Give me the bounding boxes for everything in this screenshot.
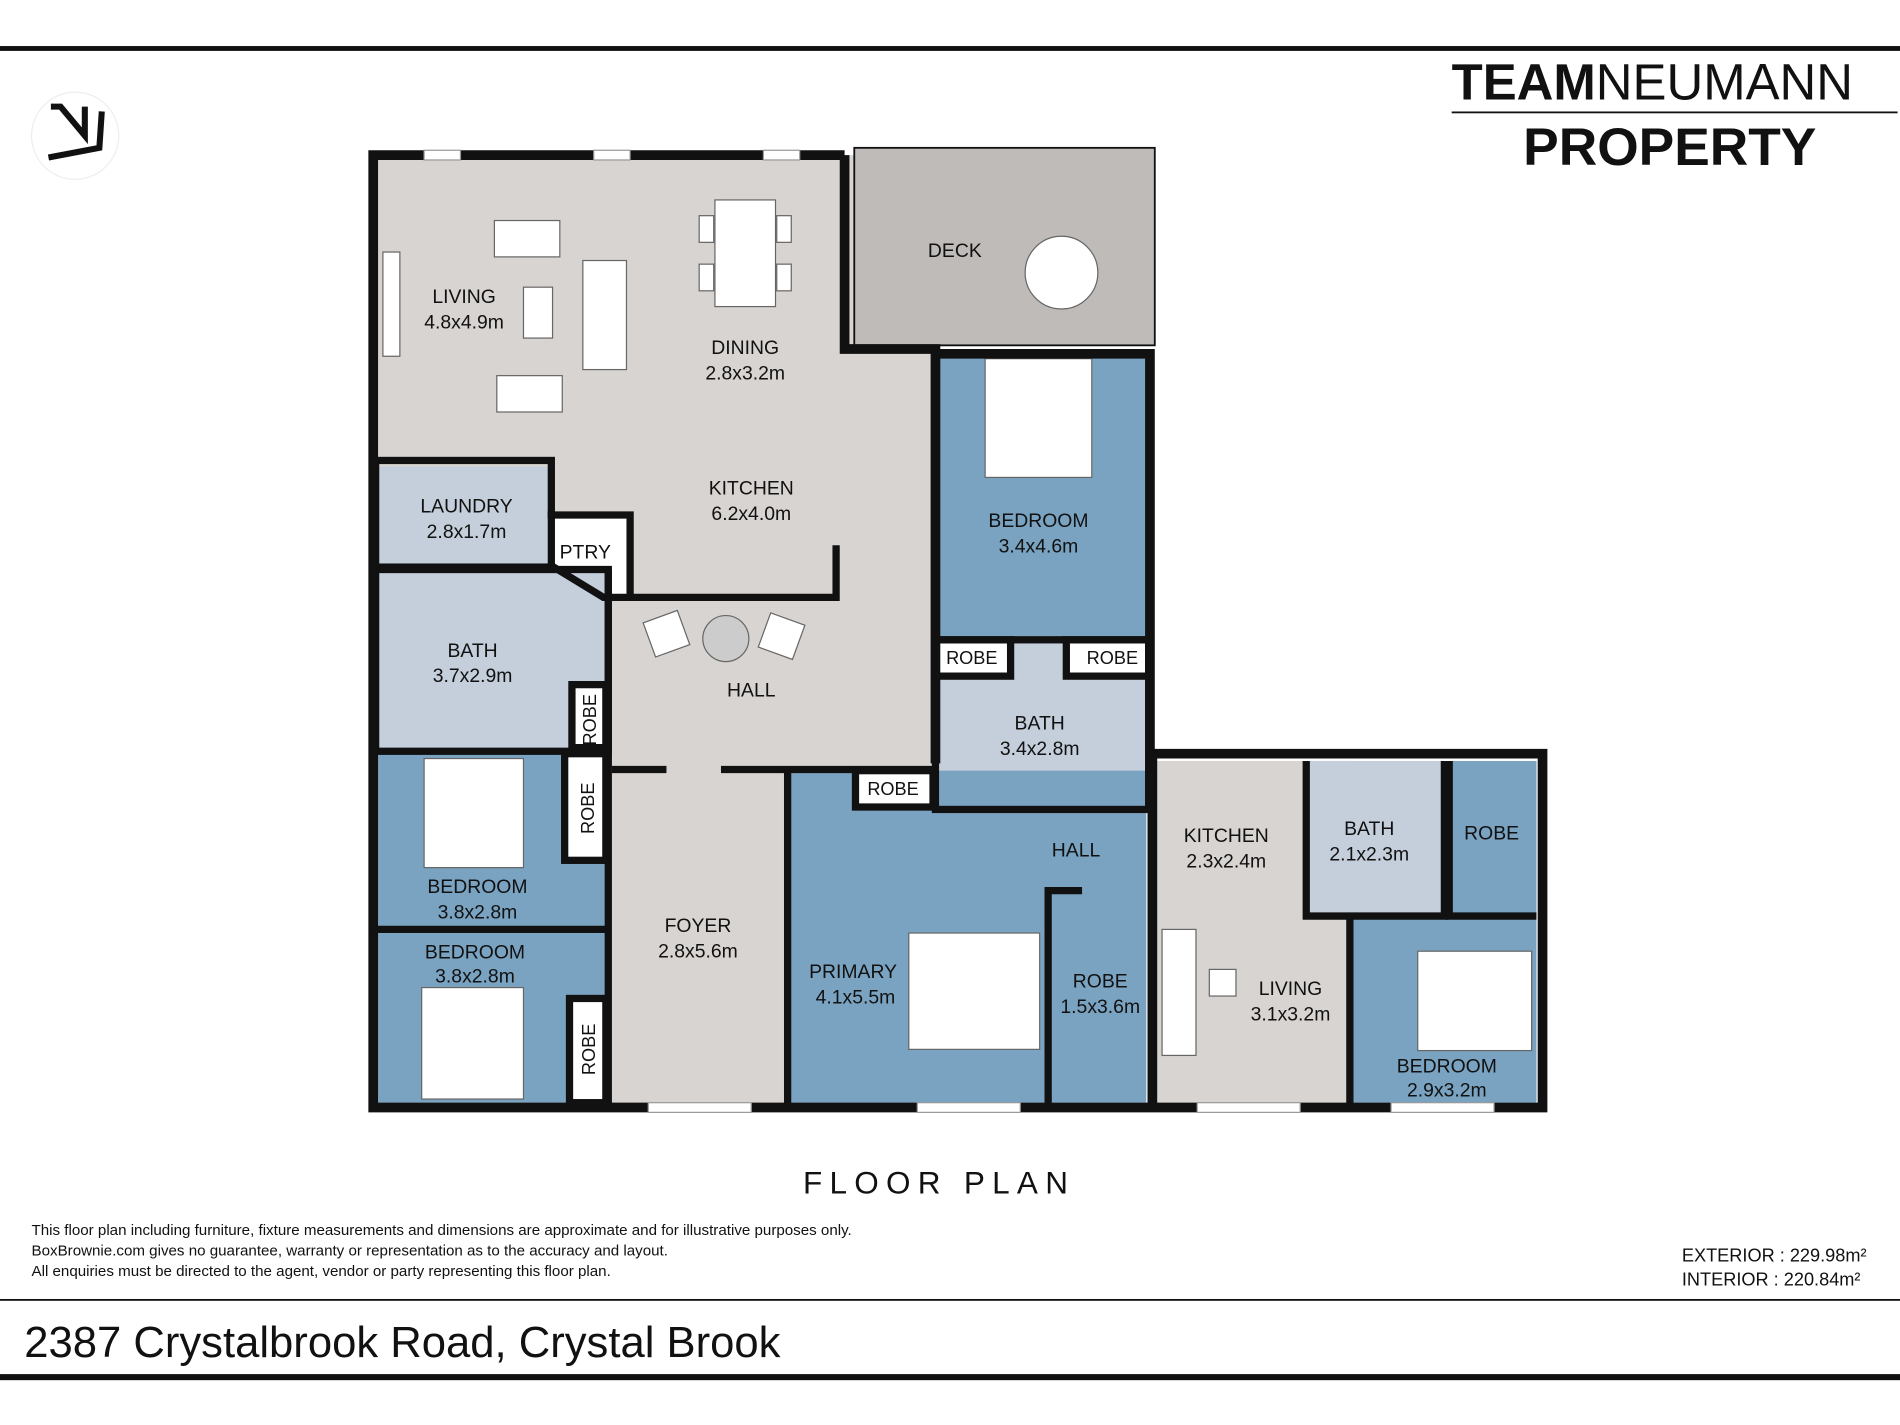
room-dims: 6.2x4.0m xyxy=(711,503,791,525)
plan-title: FLOOR PLAN xyxy=(803,1165,1075,1201)
room-bath: BATH xyxy=(447,640,497,662)
walls xyxy=(368,146,1548,1113)
room-robe: ROBE xyxy=(1464,823,1519,845)
room-dims: 2.1x2.3m xyxy=(1329,843,1409,865)
robe-label: ROBE xyxy=(580,694,600,745)
room-deck: DECK xyxy=(928,240,982,262)
room-dims: 3.8x2.8m xyxy=(438,901,518,923)
room-hall: HALL xyxy=(1052,840,1101,862)
bottom-rule xyxy=(0,1374,1900,1381)
room-dims: 3.8x2.8m xyxy=(435,966,515,988)
room-dims: 3.4x4.6m xyxy=(999,536,1079,558)
room-primary: PRIMARY xyxy=(809,961,897,983)
room-bedroom: BEDROOM xyxy=(988,510,1088,532)
robe-label: ROBE xyxy=(579,1024,599,1075)
room-dims: 3.4x2.8m xyxy=(1000,738,1080,760)
room-dims: 2.9x3.2m xyxy=(1407,1080,1487,1102)
room-pantry: PTRY xyxy=(560,542,611,564)
svg-text:This floor plan including furn: This floor plan including furniture, fix… xyxy=(32,1222,852,1239)
robe-label: ROBE xyxy=(578,782,598,833)
svg-text:All enquiries must be directed: All enquiries must be directed to the ag… xyxy=(32,1263,611,1280)
room-dims: 2.8x5.6m xyxy=(658,940,738,962)
room-bedroom: BEDROOM xyxy=(425,941,525,963)
area-summary: EXTERIOR : 229.98m² INTERIOR : 220.84m² xyxy=(1682,1245,1867,1289)
room-hall: HALL xyxy=(727,680,776,702)
room-bath: BATH xyxy=(1015,712,1065,734)
room-labels: LIVING 4.8x4.9m DINING 2.8x3.2m DECK KIT… xyxy=(420,240,1519,1102)
svg-text:PROPERTY: PROPERTY xyxy=(1523,118,1816,177)
north-arrow-icon xyxy=(30,91,120,180)
robe-label: ROBE xyxy=(867,779,918,799)
svg-text:EXTERIOR : 229.98m²: EXTERIOR : 229.98m² xyxy=(1682,1245,1867,1265)
furniture xyxy=(382,199,1533,1100)
property-address: 2387 Crystalbrook Road, Crystal Brook xyxy=(24,1319,780,1367)
room-dims: 4.8x4.9m xyxy=(424,311,504,333)
robe-label: ROBE xyxy=(1087,648,1138,668)
room-dims: 2.8x3.2m xyxy=(705,362,785,384)
room-laundry: LAUNDRY xyxy=(420,496,512,518)
top-rule xyxy=(0,46,1900,51)
room-foyer: FOYER xyxy=(665,915,732,937)
robe-label: ROBE xyxy=(946,648,997,668)
room-living: LIVING xyxy=(1259,978,1323,1000)
room-dining: DINING xyxy=(711,337,779,359)
room-dims: 2.8x1.7m xyxy=(427,521,507,543)
room-kitchen: KITCHEN xyxy=(709,477,794,499)
room-kitchen: KITCHEN xyxy=(1184,825,1269,847)
room-bath: BATH xyxy=(1344,818,1394,840)
room-dims: 2.3x2.4m xyxy=(1186,851,1266,873)
divider xyxy=(0,1298,1900,1301)
brand-logo: TEAMNEUMANN PROPERTY xyxy=(1451,53,1898,177)
svg-text:INTERIOR : 220.84m²: INTERIOR : 220.84m² xyxy=(1682,1270,1861,1290)
room-dims: 1.5x3.6m xyxy=(1060,996,1140,1018)
room-dims: 3.7x2.9m xyxy=(433,665,513,687)
svg-text:BoxBrownie.com gives no guaran: BoxBrownie.com gives no guarantee, warra… xyxy=(32,1242,668,1259)
svg-text:TEAMNEUMANN: TEAMNEUMANN xyxy=(1452,53,1853,110)
room-dims: 4.1x5.5m xyxy=(816,986,896,1008)
room-robe: ROBE xyxy=(1073,971,1128,993)
room-bedroom: BEDROOM xyxy=(1397,1055,1497,1077)
room-bedroom: BEDROOM xyxy=(427,876,527,898)
disclaimer: This floor plan including furniture, fix… xyxy=(32,1222,852,1280)
room-dims: 3.1x3.2m xyxy=(1251,1003,1331,1025)
room-living: LIVING xyxy=(432,286,496,308)
